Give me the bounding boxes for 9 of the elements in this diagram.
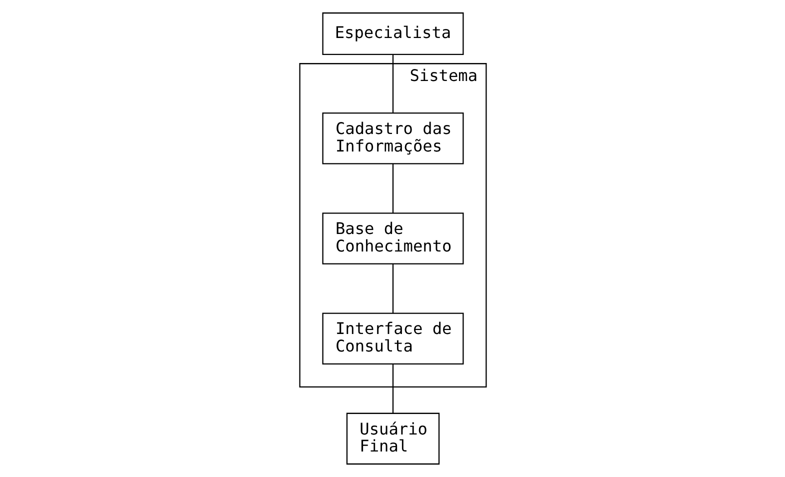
node-box: Interface de Consulta bbox=[322, 312, 464, 364]
node-box: Base de Conhecimento bbox=[322, 212, 464, 264]
node-box: Especialista bbox=[322, 12, 464, 55]
connector bbox=[392, 54, 394, 113]
node-box: Cadastro das Informações bbox=[322, 112, 464, 164]
connector bbox=[392, 164, 394, 214]
connector bbox=[392, 264, 394, 314]
connector bbox=[392, 364, 394, 414]
node-box: Usuário Final bbox=[346, 412, 440, 465]
